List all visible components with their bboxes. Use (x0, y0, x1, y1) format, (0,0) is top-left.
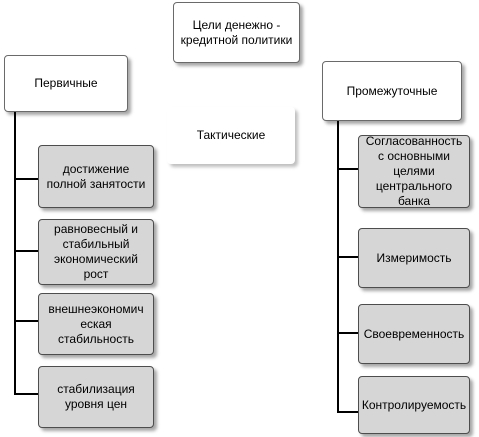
primary-branch-line-4 (14, 393, 38, 395)
intermediate-item-label: Контролируемость (361, 397, 467, 412)
primary-branch-line-1 (14, 178, 38, 180)
intermediate-branch-line-3 (337, 332, 358, 334)
primary-goals-box: Первичные (4, 55, 128, 112)
intermediate-goals-label: Промежуточные (346, 83, 438, 98)
primary-item-stable-growth: равновесный и стабильный экономический р… (38, 219, 154, 285)
policy-goals-title: Цели денежно - кредитной политики (180, 17, 293, 47)
primary-item-label: стабилизация уровня цен (57, 382, 135, 411)
intermediate-trunk-line (337, 120, 339, 412)
primary-item-price-stabilization: стабилизация уровня цен (38, 366, 154, 428)
intermediate-item-consistency: Согласованность с основными целями центр… (358, 134, 470, 208)
intermediate-item-timeliness: Своевременность (358, 304, 470, 364)
tactical-goals-label: Тактические (196, 128, 266, 142)
primary-item-label: внешнеэкономич еская стабильность (48, 301, 144, 346)
intermediate-branch-line-1 (337, 168, 358, 170)
intermediate-goals-box: Промежуточные (322, 61, 462, 121)
intermediate-item-controllability: Контролируемость (358, 376, 470, 434)
intermediate-item-label: Своевременность (363, 326, 465, 341)
intermediate-item-label: Измеримость (376, 250, 452, 265)
primary-goals-label: Первичные (34, 76, 98, 90)
primary-item-label: равновесный и стабильный экономический р… (53, 222, 139, 281)
intermediate-item-measurability: Измеримость (358, 228, 470, 288)
intermediate-branch-line-2 (337, 256, 358, 258)
primary-trunk-line (14, 112, 16, 394)
intermediate-branch-line-4 (337, 411, 358, 413)
primary-branch-line-3 (14, 320, 38, 322)
policy-goals-title-box: Цели денежно - кредитной политики (173, 2, 300, 63)
primary-item-full-employment: достижение полной занятости (38, 145, 154, 208)
tactical-goals-box: Тактические (167, 107, 295, 164)
primary-item-external-stability: внешнеэкономич еская стабильность (38, 293, 154, 355)
primary-item-label: достижение полной занятости (46, 161, 146, 191)
primary-branch-line-2 (14, 250, 38, 252)
intermediate-item-label: Согласованность с основными целями центр… (365, 134, 463, 208)
